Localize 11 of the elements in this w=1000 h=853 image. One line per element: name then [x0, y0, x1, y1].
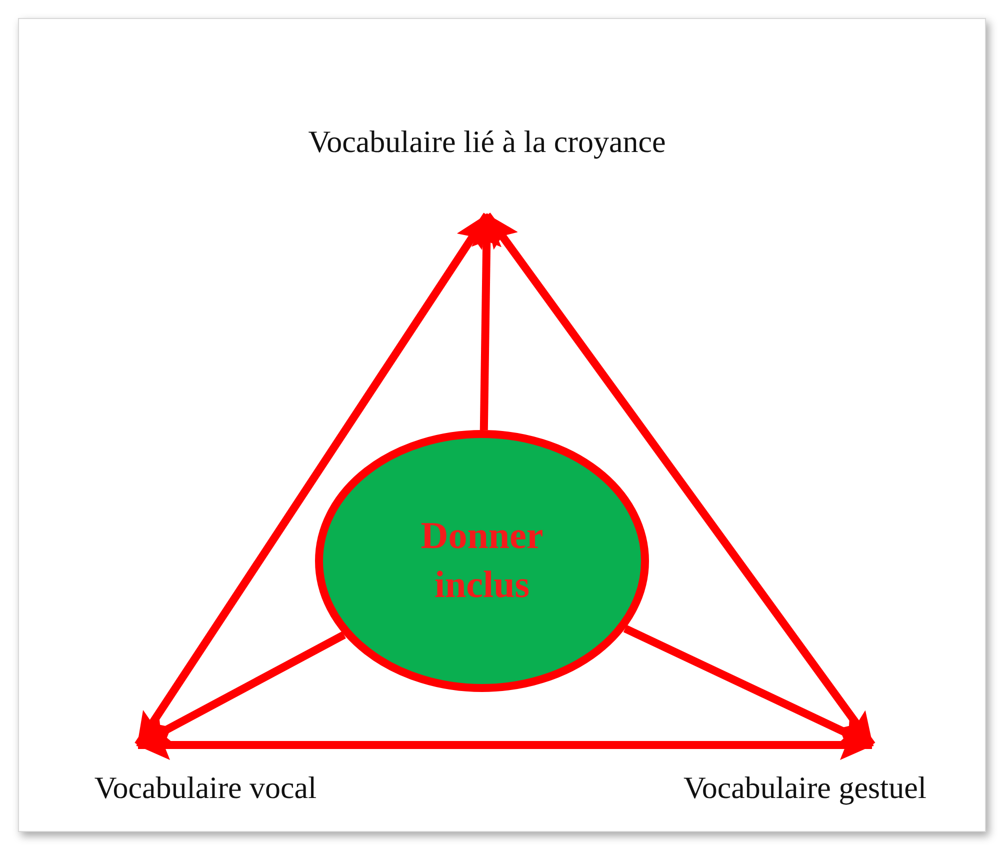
- arrow: [136, 631, 346, 749]
- node-label: Vocabulaire lié à la croyance: [308, 125, 666, 160]
- arrow: [484, 212, 876, 748]
- arrow: [134, 212, 490, 748]
- arrow: [472, 213, 502, 430]
- node-label: Donner inclus: [420, 514, 544, 608]
- node-label: Vocabulaire gestuel: [683, 770, 927, 805]
- ellipse-node: [315, 430, 649, 692]
- arrow: [136, 730, 874, 760]
- arrow: [623, 624, 874, 749]
- node-label: Vocabulaire vocal: [94, 770, 317, 805]
